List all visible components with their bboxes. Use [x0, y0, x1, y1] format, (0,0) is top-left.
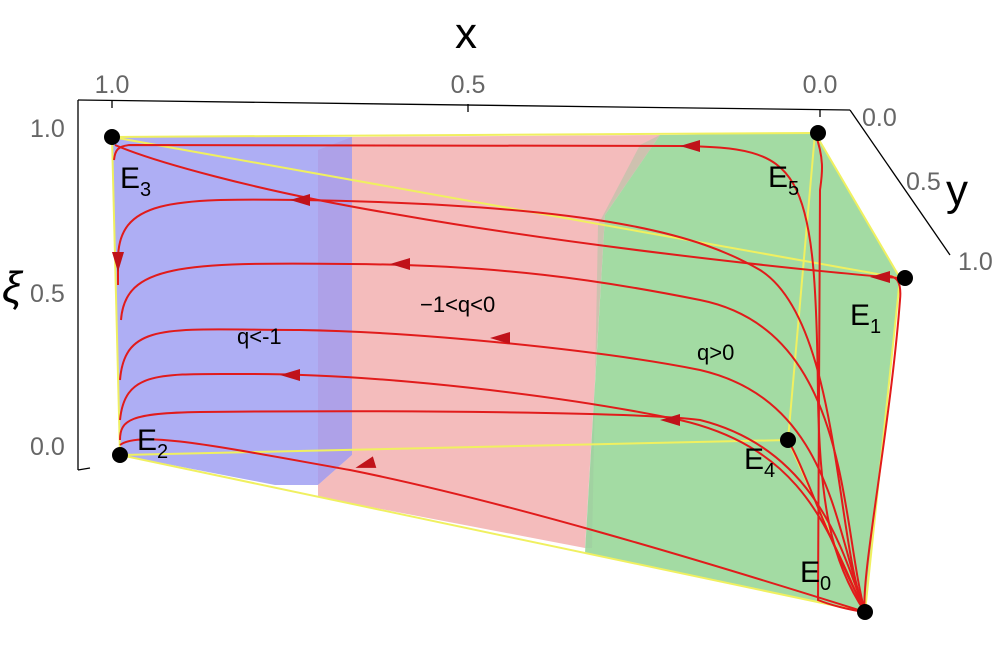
- trajectory-curve: [119, 410, 866, 613]
- trajectory-arrowhead: [390, 258, 410, 270]
- x-tick-label: 1.0: [95, 71, 130, 99]
- y-tick-label: 0.0: [862, 104, 897, 132]
- label-E2: E2: [137, 424, 168, 463]
- region-label-q-positive: q>0: [697, 340, 734, 365]
- x-tick-label: 0.5: [451, 71, 486, 99]
- xi-axis-ticks: 1.0 0.5 0.0: [30, 115, 65, 461]
- x-tick-label: 0.0: [803, 71, 838, 99]
- trajectory-arrowhead: [680, 140, 700, 152]
- boundary-edge: [814, 132, 901, 279]
- trajectory-curve: [119, 328, 866, 613]
- bounding-box: [77, 99, 951, 471]
- x-axis-ticks: 1.0 0.5 0.0: [95, 71, 838, 117]
- xi-tick-label: 1.0: [30, 115, 65, 143]
- regions-layer: [112, 133, 900, 612]
- trajectories: [112, 132, 902, 613]
- trajectory-curve: [787, 439, 866, 613]
- xi-axis-title: ξ: [2, 263, 24, 312]
- boundary-edge: [111, 132, 816, 138]
- xi-tick-label: 0.0: [30, 433, 65, 461]
- label-E3: E3: [120, 162, 151, 201]
- boundary-edges: [111, 132, 901, 613]
- region-surface-2: [585, 133, 900, 612]
- boundary-edge: [119, 439, 789, 456]
- critical-point-E4: [780, 432, 796, 448]
- critical-points: [104, 125, 913, 620]
- trajectory-arrowhead: [112, 252, 124, 272]
- boundary-edge: [111, 136, 901, 279]
- trajectory-curve: [114, 144, 901, 279]
- region-label-q-less-minus1: q<-1: [237, 324, 282, 349]
- trajectory-curve: [814, 132, 866, 613]
- trajectory-arrowhead: [870, 271, 890, 283]
- boundary-edge: [787, 132, 816, 441]
- trajectory-curve: [119, 372, 866, 613]
- label-E0: E0: [800, 556, 831, 595]
- critical-point-E1: [897, 270, 913, 286]
- trajectory-arrowhead: [290, 194, 310, 206]
- point-labels: E0 E1 E2 E3 E4 E5: [120, 161, 881, 595]
- critical-point-E0: [857, 604, 873, 620]
- label-E1: E1: [850, 299, 881, 338]
- label-E4: E4: [744, 443, 775, 482]
- xi-tick-label: 0.5: [30, 280, 65, 308]
- trajectory-arrowhead: [280, 369, 300, 381]
- y-axis-title: y: [946, 166, 968, 215]
- label-E5: E5: [768, 161, 799, 200]
- y-tick-label: 0.5: [906, 168, 941, 196]
- boundary-edge: [111, 136, 121, 456]
- region-label-q-between: −1<q<0: [420, 292, 495, 317]
- trajectory-arrowhead: [490, 332, 510, 344]
- region-shade-panel: [318, 137, 352, 485]
- critical-point-E5: [810, 125, 826, 141]
- critical-point-E3: [104, 129, 120, 145]
- y-tick-label: 1.0: [958, 248, 993, 276]
- y-axis-ticks: 0.0 0.5 1.0: [862, 104, 993, 276]
- trajectory-arrowhead: [355, 456, 377, 468]
- trajectory-curve: [120, 262, 866, 613]
- x-axis-title: x: [455, 9, 477, 58]
- trajectory-curve: [117, 198, 866, 613]
- region-shade-panel: [585, 135, 660, 548]
- region-surface-0: [112, 137, 352, 485]
- trajectory-arrowhead: [660, 414, 680, 426]
- critical-point-E2: [112, 447, 128, 463]
- trajectory-curve: [119, 438, 866, 613]
- boundary-edge: [119, 454, 866, 613]
